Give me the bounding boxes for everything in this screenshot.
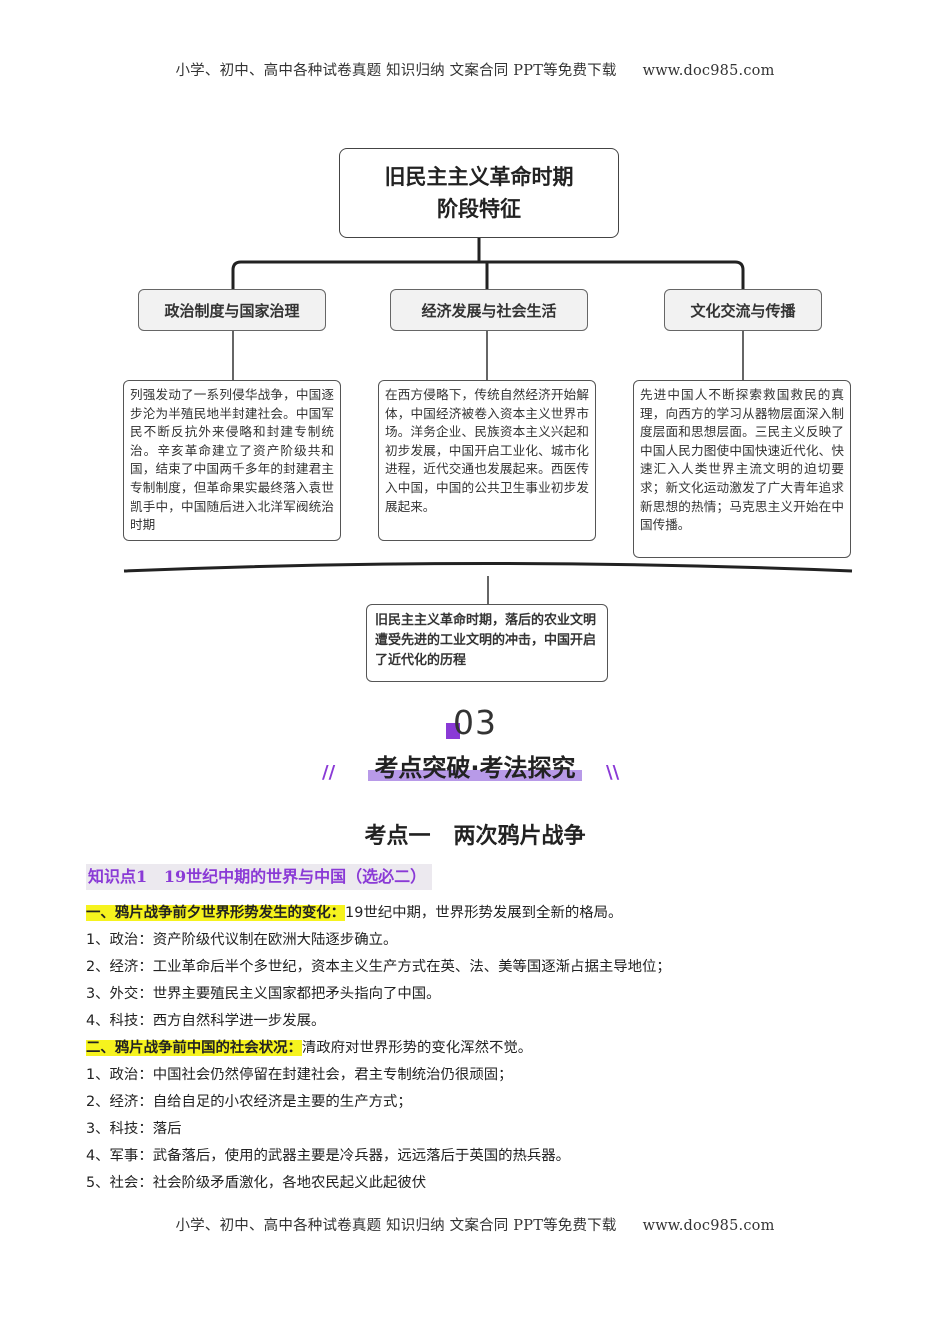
list-item: 1、政治：中国社会仍然停留在封建社会，君主专制统治仍很顽固； bbox=[86, 1067, 513, 1083]
list-item: 5、社会：社会阶级矛盾激化，各地农民起义此起彼伏 bbox=[86, 1175, 427, 1191]
footer-url[interactable]: www.doc985.com bbox=[642, 1218, 775, 1234]
header-text: 小学、初中、高中各种试卷真题 知识归纳 文案合同 PPT等免费下载 bbox=[175, 63, 617, 79]
category-politics: 政治制度与国家治理 bbox=[138, 289, 326, 331]
heading-world-changes: 一、鸦片战争前夕世界形势发生的变化：19世纪中期，世界形势发展到全新的格局。 bbox=[86, 901, 622, 922]
summary-brace bbox=[123, 562, 853, 573]
list-item: 3、科技：落后 bbox=[86, 1121, 182, 1137]
section-title-highlight bbox=[368, 770, 582, 781]
category-economy: 经济发展与社会生活 bbox=[390, 289, 588, 331]
description-economy: 在西方侵略下，传统自然经济开始解体，中国经济被卷入资本主义世界市场。洋务企业、民… bbox=[378, 380, 596, 541]
category-politics-title: 政治制度与国家治理 bbox=[164, 301, 300, 320]
list-item: 2、经济：自给自足的小农经济是主要的生产方式； bbox=[86, 1094, 412, 1110]
section-deco-right: \\ bbox=[606, 762, 620, 783]
heading-world-changes-label: 一、鸦片战争前夕世界形势发生的变化： bbox=[86, 905, 346, 921]
knowledge-point-label: 知识点1 19世纪中期的世界与中国（选必二） bbox=[86, 864, 433, 890]
list-item: 1、政治：资产阶级代议制在欧洲大陆逐步确立。 bbox=[86, 932, 398, 948]
section-number-accent bbox=[446, 723, 460, 739]
heading-china-status-label: 二、鸦片战争前中国的社会状况： bbox=[86, 1040, 302, 1056]
heading-world-changes-text: 19世纪中期，世界形势发展到全新的格局。 bbox=[345, 905, 623, 921]
list-item: 2、经济：工业革命后半个多世纪，资本主义生产方式在英、法、美等国逐渐占据主导地位… bbox=[86, 959, 671, 975]
heading-china-status: 二、鸦片战争前中国的社会状况：清政府对世界形势的变化浑然不觉。 bbox=[86, 1036, 532, 1057]
root-title: 旧民主主义革命时期 阶段特征 bbox=[384, 165, 574, 221]
description-culture: 先进中国人不断探索救国救民的真理，向西方的学习从器物层面深入制度层面和思想层面。… bbox=[633, 380, 851, 558]
topic-title: 考点一 两次鸦片战争 bbox=[364, 824, 586, 849]
footer-text: 小学、初中、高中各种试卷真题 知识归纳 文案合同 PPT等免费下载 bbox=[175, 1218, 617, 1234]
section-deco-left: // bbox=[322, 762, 336, 783]
section-title: 考点突破·考法探究 bbox=[368, 748, 582, 783]
category-economy-title: 经济发展与社会生活 bbox=[421, 301, 557, 320]
heading-china-status-text: 清政府对世界形势的变化浑然不觉。 bbox=[301, 1040, 533, 1056]
list-item: 4、军事：武备落后，使用的武器主要是冷兵器，远远落后于英国的热兵器。 bbox=[86, 1148, 571, 1164]
section-title-wrap: 考点突破·考法探究 bbox=[0, 748, 950, 783]
conclusion-box: 旧民主主义革命时期，落后的农业文明遭受先进的工业文明的冲击，中国开启了近代化的历… bbox=[366, 604, 608, 682]
page-footer: 小学、初中、高中各种试卷真题 知识归纳 文案合同 PPT等免费下载 www.doc… bbox=[0, 1214, 950, 1235]
page-header: 小学、初中、高中各种试卷真题 知识归纳 文案合同 PPT等免费下载 www.doc… bbox=[0, 59, 950, 80]
mindmap-connectors bbox=[123, 236, 853, 604]
mindmap-root: 旧民主主义革命时期 阶段特征 bbox=[339, 148, 619, 238]
category-culture: 文化交流与传播 bbox=[664, 289, 822, 331]
section-number: 03 bbox=[453, 703, 497, 742]
section-title-text: 考点突破·考法探究 bbox=[374, 754, 576, 782]
description-politics: 列强发动了一系列侵华战争，中国逐步沦为半殖民地半封建社会。中国军民不断反抗外来侵… bbox=[123, 380, 341, 541]
header-url[interactable]: www.doc985.com bbox=[642, 63, 775, 79]
category-culture-title: 文化交流与传播 bbox=[690, 301, 796, 320]
list-item: 4、科技：西方自然科学进一步发展。 bbox=[86, 1013, 326, 1029]
list-item: 3、外交：世界主要殖民主义国家都把矛头指向了中国。 bbox=[86, 986, 441, 1002]
